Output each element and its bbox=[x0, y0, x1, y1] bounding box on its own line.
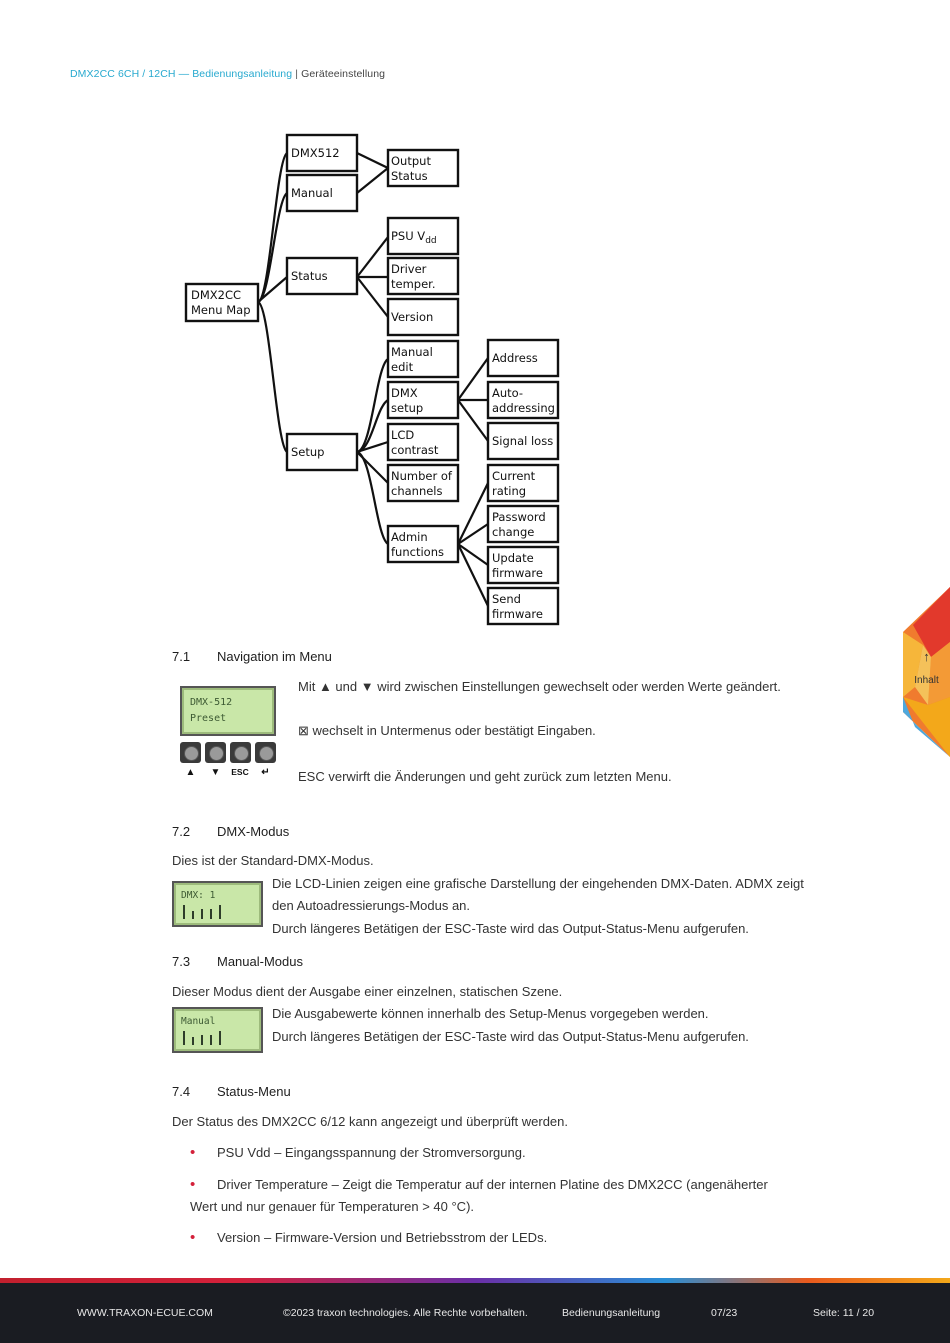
bullet-driver-temperature-cont: Wert und nur genauer für Temperaturen > … bbox=[190, 1199, 475, 1214]
esc-key-label: ESC bbox=[231, 767, 249, 777]
svg-text:setup: setup bbox=[391, 401, 423, 415]
footer-color-stripe bbox=[0, 1278, 950, 1283]
node-manual: Manual bbox=[285, 173, 359, 213]
footer-page-number: Seite: 11 / 20 bbox=[813, 1307, 875, 1319]
lcd-display-dmx: DMX: 1 bbox=[172, 881, 263, 927]
node-manual-edit: Manual edit bbox=[386, 339, 460, 379]
document-title: DMX2CC 6CH / 12CH — Bedienungsanleitung bbox=[70, 68, 293, 80]
keypad bbox=[180, 742, 280, 764]
node-dmx512: DMX512 bbox=[285, 133, 359, 173]
footer-date: 07/23 bbox=[711, 1307, 738, 1319]
svg-text:Signal loss: Signal loss bbox=[492, 434, 553, 448]
page-footer: WWW.TRAXON-ECUE.COM ©2023 traxon technol… bbox=[0, 1278, 950, 1343]
arrow-up-icon: ↑ bbox=[923, 649, 930, 664]
node-password-change: Password change bbox=[486, 504, 560, 544]
esc-key-icon bbox=[230, 742, 251, 763]
node-update-firmware: Update firmware bbox=[486, 545, 560, 585]
lcd-display-manual: Manual bbox=[172, 1007, 263, 1053]
section-title: Geräteeinstellung bbox=[301, 68, 386, 80]
svg-text:DMX2CC: DMX2CC bbox=[191, 288, 241, 302]
s71-para-2: ⊠ wechselt in Untermenus oder bestätigt … bbox=[298, 723, 596, 738]
svg-text:contrast: contrast bbox=[391, 443, 439, 457]
down-key-label: ▼ bbox=[210, 767, 221, 778]
node-dmx-setup: DMX setup bbox=[386, 380, 460, 420]
svg-text:Number of: Number of bbox=[391, 469, 453, 483]
footer-copyright: ©2023 traxon technologies. Alle Rechte v… bbox=[283, 1307, 528, 1319]
menu-map-connectors bbox=[257, 152, 489, 607]
svg-text:Manual: Manual bbox=[391, 345, 433, 359]
svg-text:Password: Password bbox=[492, 510, 546, 524]
lcd-display-preset: DMX-512 Preset bbox=[180, 686, 276, 736]
svg-text:Status: Status bbox=[391, 169, 428, 183]
svg-text:Update: Update bbox=[492, 551, 534, 565]
node-signal-loss: Signal loss bbox=[486, 421, 560, 461]
footer-doc-type: Bedienungsanleitung bbox=[562, 1307, 661, 1319]
node-lcd-contrast: LCD contrast bbox=[386, 422, 460, 462]
s72-para-1: Die LCD-Linien zeigen eine grafische Dar… bbox=[272, 876, 804, 891]
up-key-icon bbox=[180, 742, 201, 763]
node-status: Status bbox=[285, 256, 359, 296]
s72-para-2: den Autoadressierungs-Modus an. bbox=[272, 898, 471, 913]
footer-website-link[interactable]: WWW.TRAXON-ECUE.COM bbox=[77, 1307, 213, 1319]
node-auto-addressing: Auto- addressing bbox=[486, 380, 560, 420]
s73-para-2: Durch längeres Betätigen der ESC-Taste w… bbox=[272, 1029, 749, 1044]
svg-text:Status: Status bbox=[291, 269, 328, 283]
node-admin-functions: Admin functions bbox=[386, 524, 460, 564]
down-key-icon bbox=[205, 742, 226, 763]
svg-text:Menu Map: Menu Map bbox=[191, 303, 251, 317]
node-root: DMX2CC Menu Map bbox=[184, 282, 260, 323]
svg-text:firmware: firmware bbox=[492, 566, 543, 580]
node-psu-vdd: PSU Vdd bbox=[386, 216, 460, 256]
enter-key-label: ↵ bbox=[261, 767, 270, 778]
svg-text:rating: rating bbox=[492, 484, 526, 498]
svg-text:Output: Output bbox=[391, 154, 431, 168]
svg-text:functions: functions bbox=[391, 545, 444, 559]
node-version: Version bbox=[386, 297, 460, 337]
contents-label: Inhalt bbox=[914, 675, 939, 686]
node-address: Address bbox=[486, 338, 560, 378]
svg-text:DMX512: DMX512 bbox=[291, 146, 340, 160]
svg-text:Auto-: Auto- bbox=[492, 386, 523, 400]
svg-text:Version: Version bbox=[391, 310, 433, 324]
svg-text:temper.: temper. bbox=[391, 277, 436, 291]
s72-para-3: Durch längeres Betätigen der ESC-Taste w… bbox=[272, 921, 749, 936]
page-header: DMX2CC 6CH / 12CH — Bedienungsanleitung … bbox=[70, 68, 385, 80]
svg-text:firmware: firmware bbox=[492, 607, 543, 621]
svg-text:Driver: Driver bbox=[391, 262, 427, 276]
node-current-rating: Current rating bbox=[486, 463, 560, 503]
node-driver-temper: Driver temper. bbox=[386, 256, 460, 296]
svg-text:Current: Current bbox=[492, 469, 536, 483]
svg-text:Manual: Manual bbox=[291, 186, 333, 200]
svg-text:Admin: Admin bbox=[391, 530, 428, 544]
svg-text:Address: Address bbox=[492, 351, 538, 365]
svg-text:LCD: LCD bbox=[391, 428, 414, 442]
enter-key-icon bbox=[255, 742, 276, 763]
svg-text:change: change bbox=[492, 525, 534, 539]
node-setup: Setup bbox=[285, 432, 359, 472]
s73-intro: Dieser Modus dient der Ausgabe einer ein… bbox=[172, 984, 563, 999]
contents-side-tab[interactable]: ↑ Inhalt bbox=[903, 587, 950, 757]
svg-text:Setup: Setup bbox=[291, 445, 324, 459]
node-output-status: Output Status bbox=[386, 148, 460, 188]
s73-para-1: Die Ausgabewerte können innerhalb des Se… bbox=[272, 1006, 709, 1021]
s71-para-1: Mit ▲ und ▼ wird zwischen Einstellungen … bbox=[298, 679, 781, 694]
bullet-marker: • bbox=[190, 1176, 196, 1193]
svg-text:channels: channels bbox=[391, 484, 443, 498]
node-number-of-channels: Number of channels bbox=[386, 463, 460, 503]
svg-text:addressing: addressing bbox=[492, 401, 555, 415]
bullet-marker: • bbox=[190, 1144, 196, 1161]
s72-intro: Dies ist der Standard-DMX-Modus. bbox=[172, 853, 374, 868]
up-key-label: ▲ bbox=[185, 767, 196, 778]
header-separator: | bbox=[295, 68, 299, 80]
node-send-firmware: Send firmware bbox=[486, 586, 560, 626]
s71-para-3: ESC verwirft die Änderungen und geht zur… bbox=[298, 769, 672, 784]
svg-text:edit: edit bbox=[391, 360, 414, 374]
svg-text:PSU Vdd: PSU Vdd bbox=[391, 229, 437, 246]
side-tab-background bbox=[903, 587, 950, 757]
svg-text:DMX: DMX bbox=[391, 386, 418, 400]
bullet-marker: • bbox=[190, 1229, 196, 1246]
svg-text:Send: Send bbox=[492, 592, 521, 606]
s74-intro: Der Status des DMX2CC 6/12 kann angezeig… bbox=[172, 1114, 569, 1129]
menu-map-diagram: DMX2CC Menu Map DMX512 Manual Status Set… bbox=[184, 133, 560, 626]
